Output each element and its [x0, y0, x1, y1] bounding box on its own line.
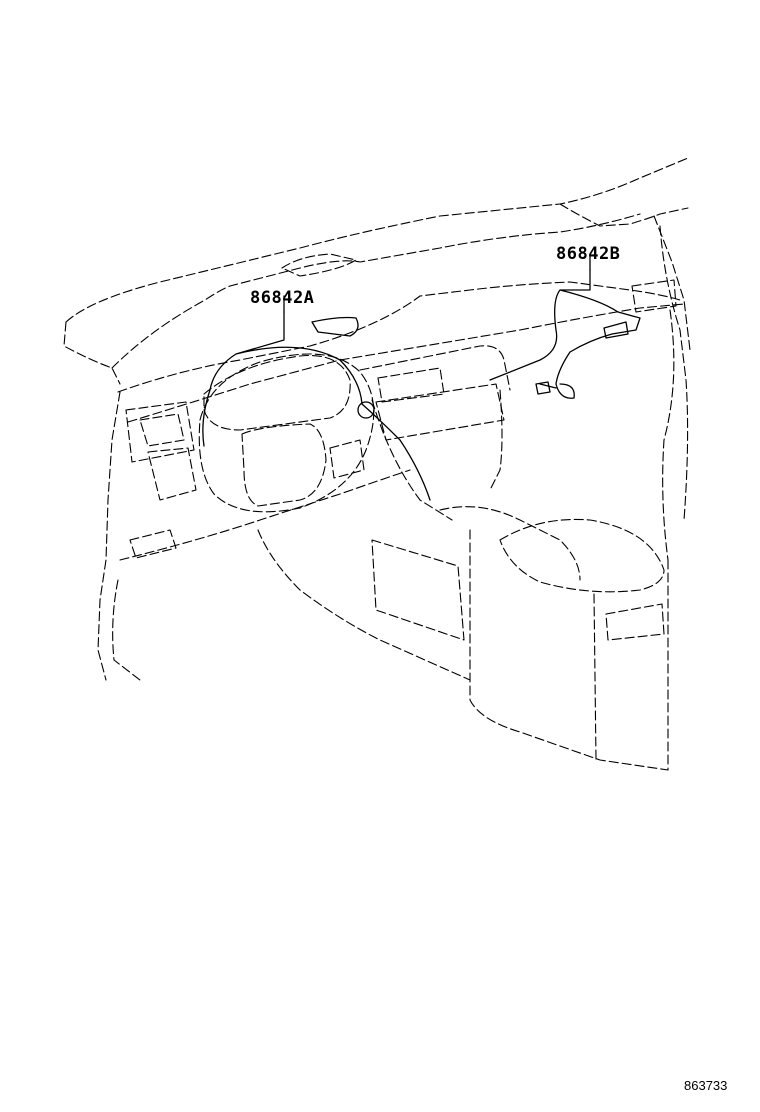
part-callout-86842b: 86842B — [556, 244, 621, 264]
figure-number: 863733 — [684, 1078, 728, 1093]
a-pillar-right-inner — [659, 225, 689, 521]
left-vent — [139, 413, 185, 447]
windshield-right — [559, 203, 689, 227]
center-stack-right — [489, 389, 503, 491]
dash-face-line — [127, 303, 685, 423]
harness-b-plug-2 — [535, 381, 551, 395]
a-pillar-right — [653, 215, 691, 351]
left-knee-panel — [129, 529, 177, 559]
center-stack-face — [375, 383, 505, 441]
dash-top-front — [111, 213, 641, 369]
center-stack-side — [371, 399, 453, 521]
radio-display — [377, 367, 445, 403]
harness-b-plug — [603, 321, 629, 339]
console-left-panel — [371, 539, 465, 641]
dash-top-edge — [63, 321, 121, 385]
console-rear-panel — [605, 603, 665, 641]
right-vent — [631, 279, 677, 313]
dash-top-outline — [65, 157, 689, 323]
console-box-inner — [593, 593, 597, 761]
dash-face-upper — [117, 281, 681, 393]
harness-b-wire — [489, 269, 641, 399]
harness-a-connector — [357, 401, 375, 419]
steering-wheel-hub — [241, 423, 327, 507]
center-stack-top — [359, 345, 511, 391]
armrest-top — [499, 518, 665, 593]
instrument-cluster — [203, 354, 351, 431]
steering-wheel-outer — [198, 353, 375, 513]
left-lower-panel — [147, 447, 197, 501]
defroster-vent — [281, 253, 357, 277]
dash-lower-edge — [119, 469, 411, 561]
left-vent-outer — [125, 401, 195, 463]
harness-a-wire — [202, 311, 431, 501]
part-callout-86842a: 86842A — [250, 288, 315, 308]
floor-line — [257, 529, 471, 681]
shift-console — [439, 506, 581, 581]
door-left — [112, 579, 141, 681]
switch-panel — [329, 439, 365, 479]
right-dash-end — [662, 309, 675, 561]
dash-left-end — [97, 391, 121, 681]
console-box-front — [469, 529, 669, 771]
